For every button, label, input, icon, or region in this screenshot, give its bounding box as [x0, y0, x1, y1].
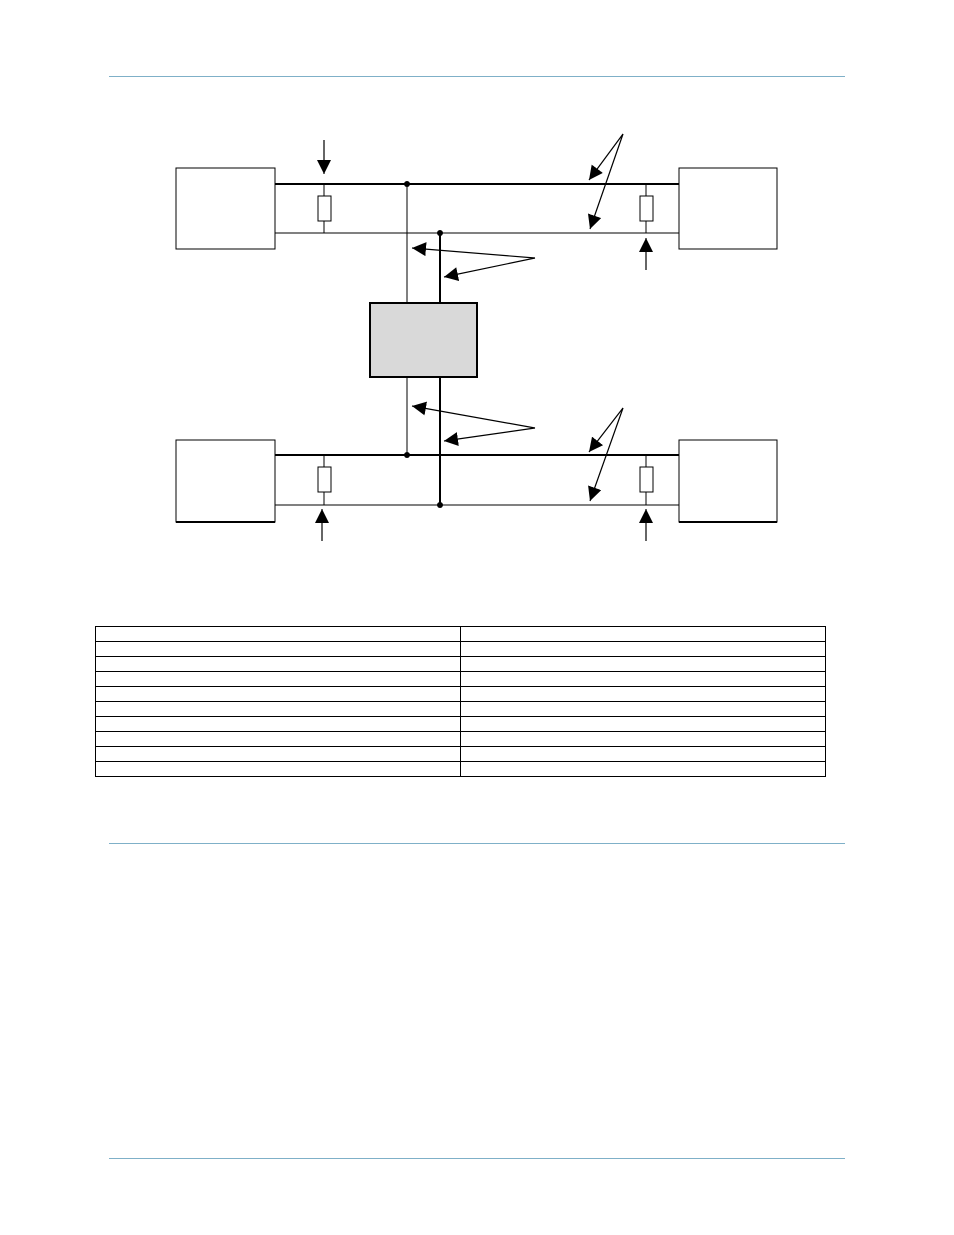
- header-rule: [109, 76, 845, 77]
- callout-arrow-bus-top: [588, 133, 624, 181]
- table-cell: [95, 746, 461, 762]
- table-cell: [95, 656, 461, 672]
- table-row: [95, 746, 826, 762]
- callout-arrow-drop-bottom: [443, 427, 536, 446]
- table-row: [95, 686, 826, 702]
- junction-dot: [404, 181, 410, 187]
- hub-box: [369, 302, 478, 378]
- table-cell: [460, 641, 826, 657]
- network-diagram: [175, 133, 778, 541]
- table-cell: [95, 731, 461, 747]
- table-cell: [95, 701, 461, 717]
- table-cell: [460, 731, 826, 747]
- callout-arrow-bus-top: [587, 133, 624, 230]
- table-row: [95, 716, 826, 732]
- callout-arrow-bus-bottom: [588, 407, 624, 502]
- table-cell: [95, 626, 461, 642]
- table-row: [95, 671, 826, 687]
- callout-arrow-drop-top: [443, 257, 536, 281]
- table-cell: [460, 716, 826, 732]
- table-cell: [460, 761, 826, 777]
- footer-rule: [109, 1158, 845, 1159]
- device-box-bottom-right: [678, 439, 778, 523]
- table-row: [95, 656, 826, 672]
- table-cell: [460, 686, 826, 702]
- device-box-bottom-left: [175, 439, 276, 523]
- terminator-resistor-bottom-right: [639, 455, 654, 505]
- terminator-resistor-top-right: [639, 184, 654, 233]
- table-cell: [460, 656, 826, 672]
- terminator-resistor-top-left: [317, 184, 332, 233]
- junction-dot: [437, 230, 443, 236]
- table-cell: [95, 671, 461, 687]
- callout-arrow-drop-top: [411, 242, 536, 259]
- terminator-resistor-bottom-left: [317, 455, 332, 505]
- section-rule: [109, 843, 845, 844]
- junction-dot: [404, 452, 410, 458]
- table-cell: [95, 686, 461, 702]
- table-cell: [95, 641, 461, 657]
- table-row: [95, 761, 826, 777]
- callout-arrow-bus-bottom: [588, 407, 624, 453]
- table-row: [95, 731, 826, 747]
- table-cell: [460, 701, 826, 717]
- callout-arrow-drop-bottom: [411, 401, 536, 429]
- device-box-top-right: [678, 167, 778, 250]
- device-box-top-left: [175, 167, 276, 250]
- table-cell: [95, 761, 461, 777]
- table-cell: [95, 716, 461, 732]
- table-row: [95, 701, 826, 717]
- table-row: [95, 641, 826, 657]
- table-cell: [460, 746, 826, 762]
- table-cell: [460, 626, 826, 642]
- table-cell: [460, 671, 826, 687]
- table-row: [95, 626, 826, 642]
- spec-table: [95, 626, 826, 777]
- junction-dot: [437, 502, 443, 508]
